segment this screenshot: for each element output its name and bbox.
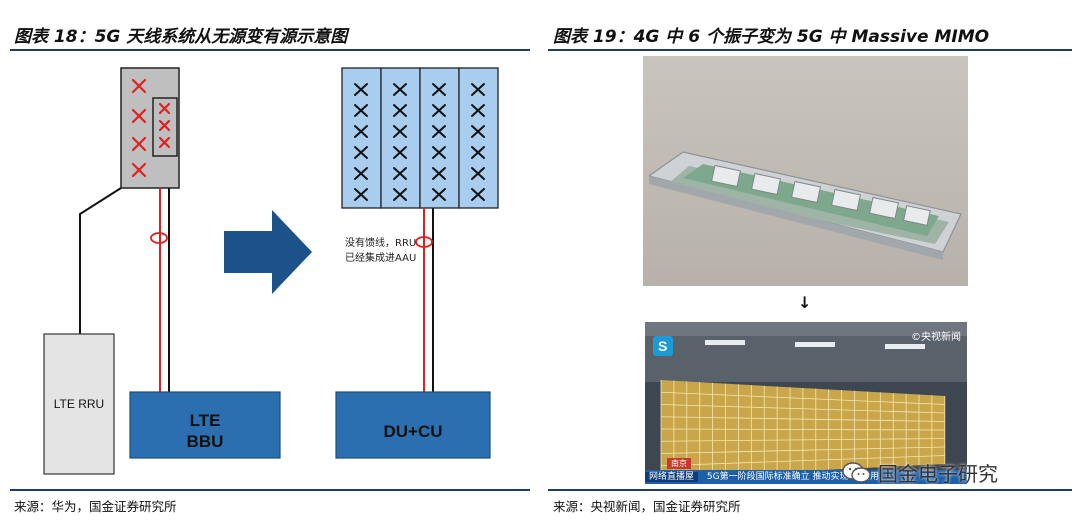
figure-18-title: 图表 18：5G 天线系统从无源变有源示意图 bbox=[14, 27, 348, 47]
city-tag: 南京 bbox=[667, 458, 691, 469]
aau-element-x bbox=[354, 167, 368, 180]
aau-element-x bbox=[393, 83, 407, 96]
aau-element-x bbox=[393, 125, 407, 138]
aau-element-x bbox=[471, 188, 485, 201]
ticker-tag: 网络直播屋 bbox=[645, 472, 699, 482]
aau-element-x bbox=[393, 146, 407, 159]
lte-bbu-label-line-2: BBU bbox=[186, 432, 224, 451]
photo-5g-massive-mimo: S ©央视新闻 南京 网络直播屋 5G第一阶段国际标准确立 推动实现5G商用 bbox=[645, 322, 967, 484]
aau-antenna-elements bbox=[354, 83, 485, 201]
antenna-system-diagram bbox=[43, 67, 499, 475]
svg-text:S: S bbox=[658, 338, 667, 354]
passive-antenna-elements bbox=[131, 78, 171, 178]
lte-bbu-box bbox=[129, 391, 281, 459]
aau-element-x bbox=[471, 83, 485, 96]
aau-element-x bbox=[432, 104, 446, 117]
aau-element-x bbox=[432, 167, 446, 180]
feeder-loss-marker bbox=[150, 232, 168, 244]
aau-element-x bbox=[432, 125, 446, 138]
lte-bbu-label-line-1: LTE bbox=[189, 411, 221, 430]
active-antenna-aau bbox=[341, 67, 499, 209]
aau-element-x bbox=[393, 167, 407, 180]
figure-18-title-rule bbox=[10, 49, 530, 51]
figure-18-source: 来源：华为，国金证券研究所 bbox=[14, 499, 177, 514]
no-feeder-annotation-line-1: 没有馈线，RRU bbox=[345, 238, 417, 249]
wechat-account-name: 国金电子研究 bbox=[878, 462, 998, 486]
news-watermark: ©央视新闻 bbox=[911, 332, 961, 343]
photo-4g-antenna bbox=[643, 56, 968, 286]
aau-element-x bbox=[393, 104, 407, 117]
aau-element-x bbox=[354, 83, 368, 96]
aau-element-x bbox=[354, 146, 368, 159]
rru-cable bbox=[79, 187, 122, 334]
wechat-icon bbox=[842, 461, 871, 483]
aau-element-x bbox=[471, 167, 485, 180]
news-ticker: 网络直播屋 5G第一阶段国际标准确立 推动实现5G商用 bbox=[645, 470, 967, 484]
figure-19-source: 来源：央视新闻，国金证券研究所 bbox=[553, 499, 741, 514]
wechat-badge: 国金电子研究 bbox=[842, 458, 998, 487]
passive-antenna-inner-column bbox=[152, 97, 178, 157]
lte-rru-box bbox=[43, 333, 115, 475]
aau-element-x bbox=[393, 188, 407, 201]
no-feeder-annotation-line-2: 已经集成进AAU bbox=[345, 253, 417, 264]
aau-element-x bbox=[471, 125, 485, 138]
aau-element-x bbox=[432, 83, 446, 96]
no-feeder-annotation: 没有馈线，RRU 已经集成进AAU bbox=[345, 236, 416, 266]
transition-arrow bbox=[224, 210, 312, 294]
aau-feeder-marker bbox=[415, 236, 433, 248]
figure-18-bottom-rule bbox=[10, 489, 530, 491]
aau-element-x bbox=[471, 146, 485, 159]
aau-element-x bbox=[432, 188, 446, 201]
aau-element-x bbox=[354, 188, 368, 201]
figure-19-title: 图表 19：4G 中 6 个振子变为 5G 中 Massive MIMO bbox=[553, 27, 990, 47]
aau-element-x bbox=[432, 146, 446, 159]
aau-element-x bbox=[471, 104, 485, 117]
ticker-headline: 5G第一阶段国际标准确立 推动实现5G商用 bbox=[706, 472, 880, 482]
du-cu-box bbox=[335, 391, 491, 459]
figure-19-title-rule bbox=[548, 49, 1072, 51]
lte-bbu-label: LTE BBU bbox=[130, 410, 280, 452]
down-arrow-icon: ↓ bbox=[798, 293, 812, 312]
aau-element-x bbox=[354, 125, 368, 138]
passive-antenna-panel bbox=[120, 67, 180, 189]
aau-element-x bbox=[354, 104, 368, 117]
figure-19-bottom-rule bbox=[548, 489, 1072, 491]
lte-rru-label: LTE RRU bbox=[53, 397, 105, 411]
du-cu-label: DU+CU bbox=[383, 422, 443, 441]
